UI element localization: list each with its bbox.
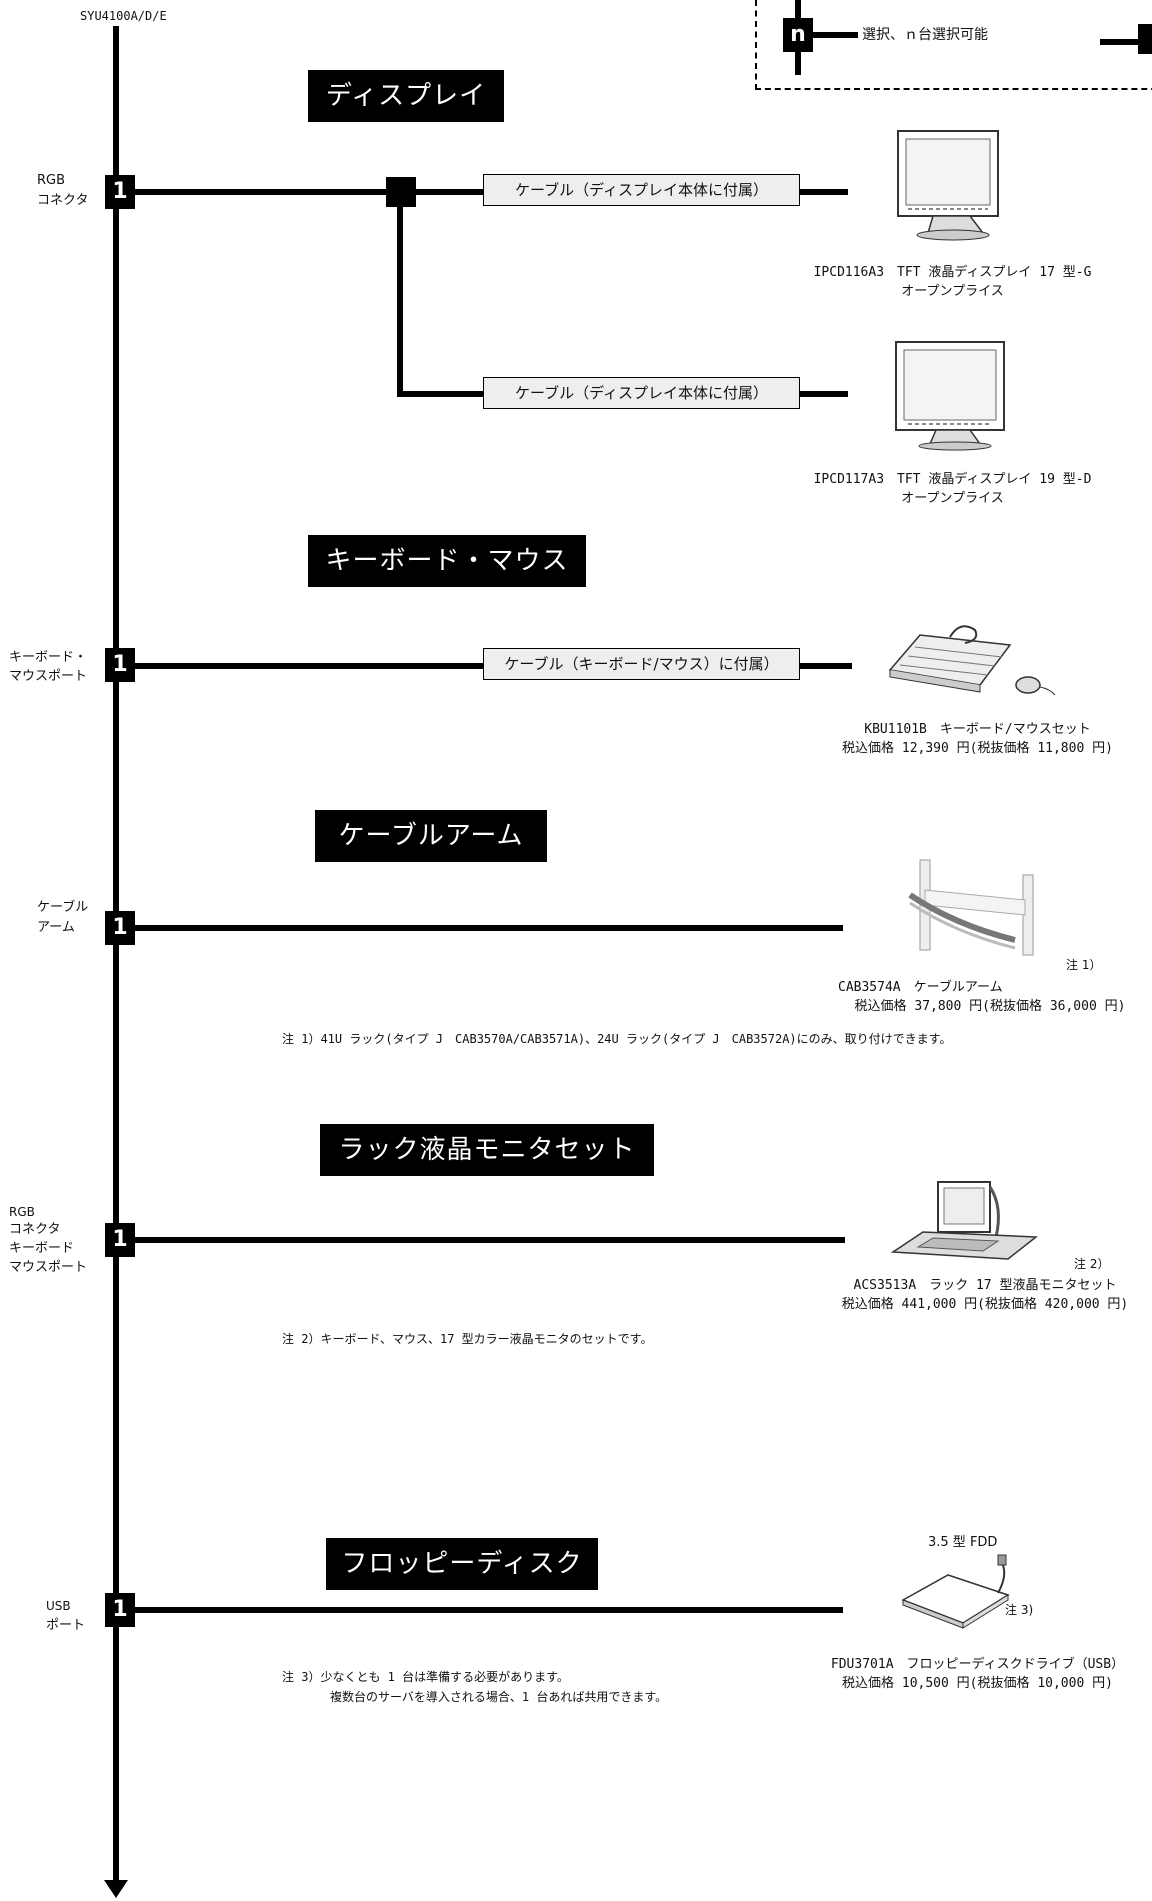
port-label-usb-line1: USB <box>46 1599 71 1613</box>
heading-rack-monitor: ラック液晶モニタセット <box>320 1124 654 1176</box>
cable-display-2: ケーブル（ディスプレイ本体に付属） <box>483 377 800 409</box>
product-ipcd116a3: IPCD116A3 TFT 液晶ディスプレイ 17 型-G オープンプライス <box>765 263 1140 301</box>
port-label-cable-arm-line1: ケーブル <box>37 900 89 915</box>
port-label-usb-line2: ポート <box>46 1618 86 1633</box>
note-2-text: 注 2）キーボード、マウス、17 型カラー液晶モニタのセットです。 <box>282 1332 653 1346</box>
product-kbu1101b-line1: KBU1101B キーボード/マウスセット <box>864 722 1091 737</box>
cable-arm-image <box>908 859 1034 956</box>
count-badge-usb: 1 <box>105 1593 135 1627</box>
product-ipcd116a3-line2: オープンプライス <box>901 284 1004 299</box>
legend-box-right <box>1138 24 1152 54</box>
port-label-rgb-line2: コネクタ <box>37 193 89 208</box>
lcd-monitor-17-image <box>897 130 999 241</box>
port-label-cable-arm-line2: アーム <box>37 920 75 935</box>
product-acs3513a: ACS3513A ラック 17 型液晶モニタセット 税込価格 441,000 円… <box>820 1276 1150 1314</box>
count-badge-rack: 1 <box>105 1223 135 1257</box>
heading-display: ディスプレイ <box>308 70 504 122</box>
note-marker-2: 注 2） <box>1074 1257 1110 1271</box>
legend-connector <box>813 32 858 38</box>
heading-floppy: フロッピーディスク <box>326 1538 598 1590</box>
product-cab3574a: CAB3574A ケーブルアーム 税込価格 37,800 円(税抜価格 36,0… <box>830 978 1150 1016</box>
count-badge-keyboard: 1 <box>105 648 135 682</box>
legend-text: 選択、ｎ台選択可能 <box>862 27 988 43</box>
cable-display-1: ケーブル（ディスプレイ本体に付属） <box>483 174 800 206</box>
port-label-rack-line3: キーボード <box>9 1241 75 1256</box>
product-cab3574a-line1: CAB3574A ケーブルアーム <box>838 980 1003 995</box>
usb-branch-line <box>135 1607 843 1613</box>
display-junction <box>386 177 416 207</box>
product-acs3513a-line1: ACS3513A ラック 17 型液晶モニタセット <box>853 1278 1117 1293</box>
keyboard-mouse-image <box>888 625 1056 696</box>
port-label-rack-line2: コネクタ <box>9 1222 61 1237</box>
count-badge-cable-arm: 1 <box>105 911 135 945</box>
product-kbu1101b: KBU1101B キーボード/マウスセット 税込価格 12,390 円(税抜価格… <box>805 720 1150 758</box>
legend-connector-right <box>1100 39 1152 45</box>
trunk-arrow-icon <box>104 1880 128 1898</box>
product-ipcd117a3-line2: オープンプライス <box>901 491 1004 506</box>
keyboard-branch-line <box>135 663 483 669</box>
rack-monitor-image <box>890 1181 1039 1260</box>
lcd-monitor-19-image <box>895 341 1005 451</box>
product-cab3574a-line2: 税込価格 37,800 円(税抜価格 36,000 円) <box>854 999 1126 1014</box>
fdd-image-label: 3.5 型 FDD <box>928 1535 998 1550</box>
count-badge-display: 1 <box>105 175 135 209</box>
main-trunk-line <box>113 26 119 1886</box>
legend-marker: n <box>783 18 813 52</box>
product-ipcd116a3-line1: IPCD116A3 TFT 液晶ディスプレイ 17 型-G <box>813 265 1092 280</box>
port-label-rack-line4: マウスポート <box>9 1260 88 1275</box>
note-marker-3: 注 3) <box>1005 1603 1034 1617</box>
legend-box <box>755 0 1152 90</box>
rack-branch-line <box>135 1237 845 1243</box>
product-fdu3701a: FDU3701A フロッピーディスクドライブ（USB） 税込価格 10,500 … <box>805 1655 1150 1693</box>
cable-display-1-tail <box>800 189 848 195</box>
product-acs3513a-line2: 税込価格 441,000 円(税抜価格 420,000 円) <box>841 1297 1129 1312</box>
display-branch-line <box>135 189 483 195</box>
product-ipcd117a3: IPCD117A3 TFT 液晶ディスプレイ 19 型-D オープンプライス <box>765 470 1140 508</box>
heading-keyboard: キーボード・マウス <box>308 535 586 587</box>
port-label-keyboard-line1: キーボード・ <box>9 650 88 665</box>
cable-arm-branch-line <box>135 925 843 931</box>
note-marker-1: 注 1） <box>1066 958 1102 972</box>
cable-keyboard: ケーブル（キーボード/マウス）に付属） <box>483 648 800 680</box>
model-label: SYU4100A/D/E <box>80 9 167 23</box>
product-ipcd117a3-line1: IPCD117A3 TFT 液晶ディスプレイ 19 型-D <box>813 472 1092 487</box>
product-kbu1101b-line2: 税込価格 12,390 円(税抜価格 11,800 円) <box>842 741 1113 756</box>
cable-display-2-tail <box>800 391 848 397</box>
note-1-text: 注 1）41U ラック(タイプ J CAB3570A/CAB3571A)、24U… <box>282 1032 952 1046</box>
cable-keyboard-tail <box>800 663 852 669</box>
product-fdu3701a-line1: FDU3701A フロッピーディスクドライブ（USB） <box>830 1657 1125 1672</box>
port-label-rack-line1: RGB <box>9 1205 35 1219</box>
floppy-drive-image <box>901 1554 1010 1629</box>
display-branch-vertical <box>397 205 403 397</box>
product-fdu3701a-line2: 税込価格 10,500 円(税抜価格 10,000 円) <box>842 1676 1113 1691</box>
port-label-rgb-line1: RGB <box>37 173 66 188</box>
display-branch-line-2 <box>397 391 483 397</box>
note-3-line2: 複数台のサーバを導入される場合、1 台あれば共用できます。 <box>330 1690 668 1704</box>
port-label-keyboard-line2: マウスポート <box>9 669 88 684</box>
note-3-line1: 注 3）少なくとも 1 台は準備する必要があります。 <box>282 1670 569 1684</box>
heading-cable-arm: ケーブルアーム <box>315 810 547 862</box>
